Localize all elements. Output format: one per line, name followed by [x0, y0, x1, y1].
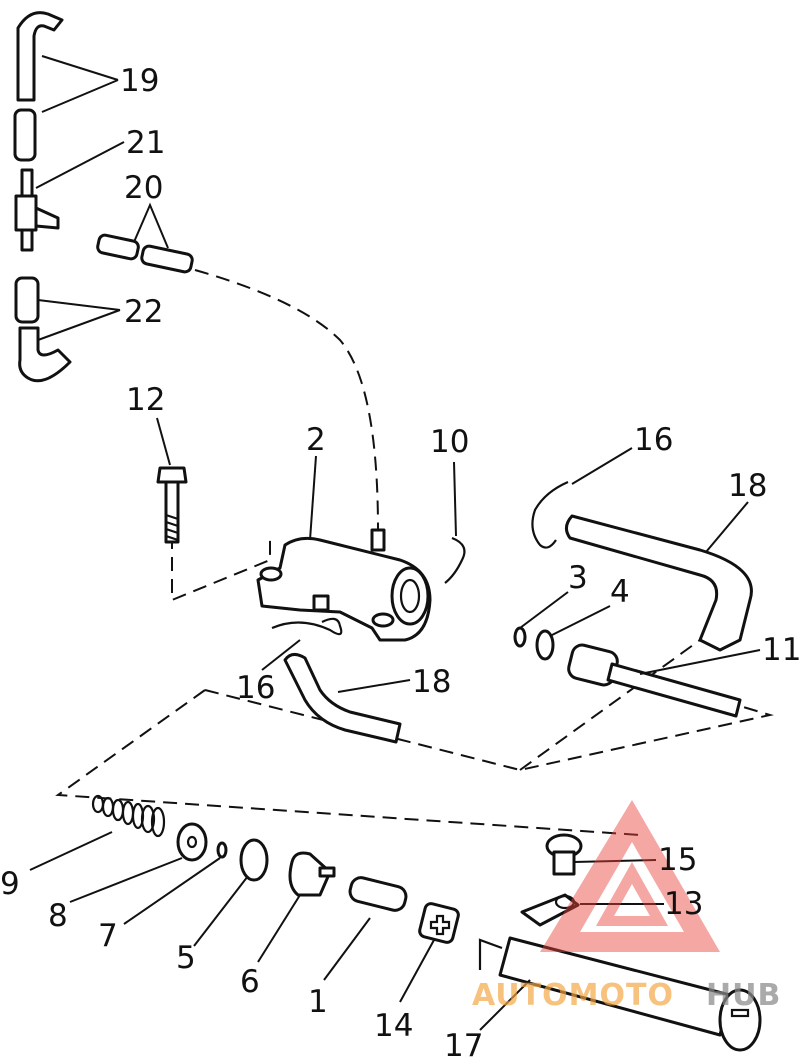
callout-13: 13 [664, 886, 703, 922]
hose-22 [14, 276, 72, 383]
o-ring-3 [513, 626, 527, 648]
leader-6 [257, 894, 301, 963]
callout-16-lower: 16 [236, 670, 275, 706]
fitting-14 [418, 902, 460, 944]
triangle-logo-icon [540, 800, 720, 952]
hose-19 [13, 11, 64, 162]
leader-11 [639, 649, 761, 675]
callout-14: 14 [374, 1008, 413, 1044]
elbow-hose-18-lower [283, 653, 402, 744]
leader-7 [123, 857, 221, 925]
callout-5: 5 [176, 940, 196, 976]
leader-17 [479, 979, 531, 1031]
leader-15 [573, 859, 657, 863]
leader-18-upper [705, 501, 749, 553]
washer-8 [176, 822, 208, 862]
callout-9: 9 [0, 866, 20, 902]
screw-15 [545, 833, 583, 876]
callout-1: 1 [308, 984, 328, 1020]
triangle-logo-inner-icon [596, 862, 668, 926]
dashed-bolt-route [171, 535, 271, 602]
leaders-19 [41, 55, 119, 113]
hose-sections-20 [96, 233, 194, 274]
callout-10: 10 [430, 424, 469, 460]
callout-15: 15 [658, 842, 697, 878]
leader-5 [193, 875, 249, 947]
leader-18-lower [337, 679, 411, 693]
o-ring-7 [216, 841, 228, 859]
leader-14 [399, 939, 435, 1003]
shaft-11 [567, 643, 742, 718]
callout-20: 20 [124, 170, 163, 206]
leader-16-lower [261, 639, 301, 671]
callout-3: 3 [568, 560, 588, 596]
leader-16-upper [571, 447, 633, 485]
callout-12: 12 [126, 382, 165, 418]
o-ring-4 [535, 629, 555, 661]
callout-17: 17 [444, 1028, 483, 1059]
leader-3 [519, 591, 569, 629]
bolt-12 [156, 466, 188, 544]
callout-18-lower: 18 [412, 664, 451, 700]
callout-19: 19 [120, 63, 159, 99]
leader-21 [35, 141, 125, 189]
callout-7: 7 [98, 918, 118, 954]
leader-1 [323, 917, 371, 981]
valve-body-6 [288, 851, 336, 897]
tiller-rod-17 [478, 936, 762, 1052]
leaders-20 [133, 202, 169, 249]
leader-9 [29, 831, 113, 871]
callout-16-upper: 16 [634, 422, 673, 458]
watermark-text-hub: HUB [706, 978, 781, 1013]
callout-11: 11 [762, 632, 800, 668]
dashed-pivot-route [519, 639, 701, 771]
callout-8: 8 [48, 898, 68, 934]
callout-2: 2 [306, 422, 326, 458]
leader-12 [156, 417, 171, 466]
callout-4: 4 [610, 574, 630, 610]
callout-22: 22 [124, 294, 163, 330]
pump-housing-2 [256, 528, 432, 642]
leader-8 [69, 857, 183, 903]
tee-fitting-21 [14, 168, 60, 252]
leader-4 [549, 605, 611, 637]
spring-clip-16-lower [271, 617, 343, 636]
check-valve-1 [348, 876, 408, 912]
leader-2 [309, 455, 317, 541]
watermark-text-automoto: AUTOMOTO [472, 978, 674, 1013]
bracket-13 [520, 893, 580, 927]
spring-clip-16-upper [531, 480, 569, 549]
callout-21: 21 [126, 125, 165, 161]
watermark-logo: AUTOMOTO HUB [472, 800, 781, 1013]
elbow-hose-18-upper [565, 514, 753, 652]
o-ring-5 [239, 838, 269, 882]
spring-9 [91, 794, 166, 838]
callout-6: 6 [240, 964, 260, 1000]
dashed-hose-route [194, 269, 379, 531]
callout-18-upper: 18 [728, 468, 767, 504]
dashed-lower-left [55, 689, 641, 836]
leaders-22 [37, 299, 121, 341]
leader-10 [453, 461, 457, 537]
clip-10 [444, 536, 466, 584]
